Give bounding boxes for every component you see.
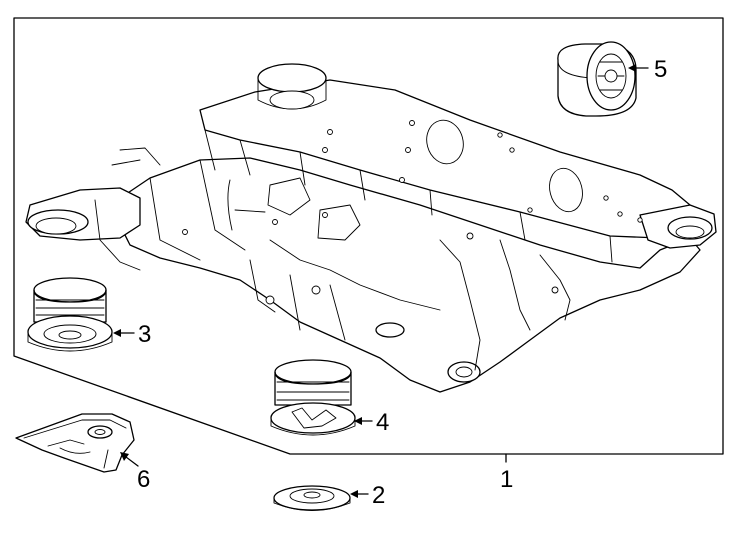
callout-1: 1 [500,466,513,493]
bushing-part-5 [557,41,637,117]
rear-subframe [25,63,717,393]
bushing-part-3 [27,277,113,352]
callout-3: 3 [138,321,151,348]
callout-6: 6 [137,466,150,493]
washer-part-2 [273,485,351,511]
leader-lines [113,64,649,498]
callout-4: 4 [376,409,389,436]
callout-2: 2 [372,482,385,509]
callout-5: 5 [654,56,667,83]
bushing-part-4 [270,359,356,436]
shield-part-6 [15,413,135,473]
